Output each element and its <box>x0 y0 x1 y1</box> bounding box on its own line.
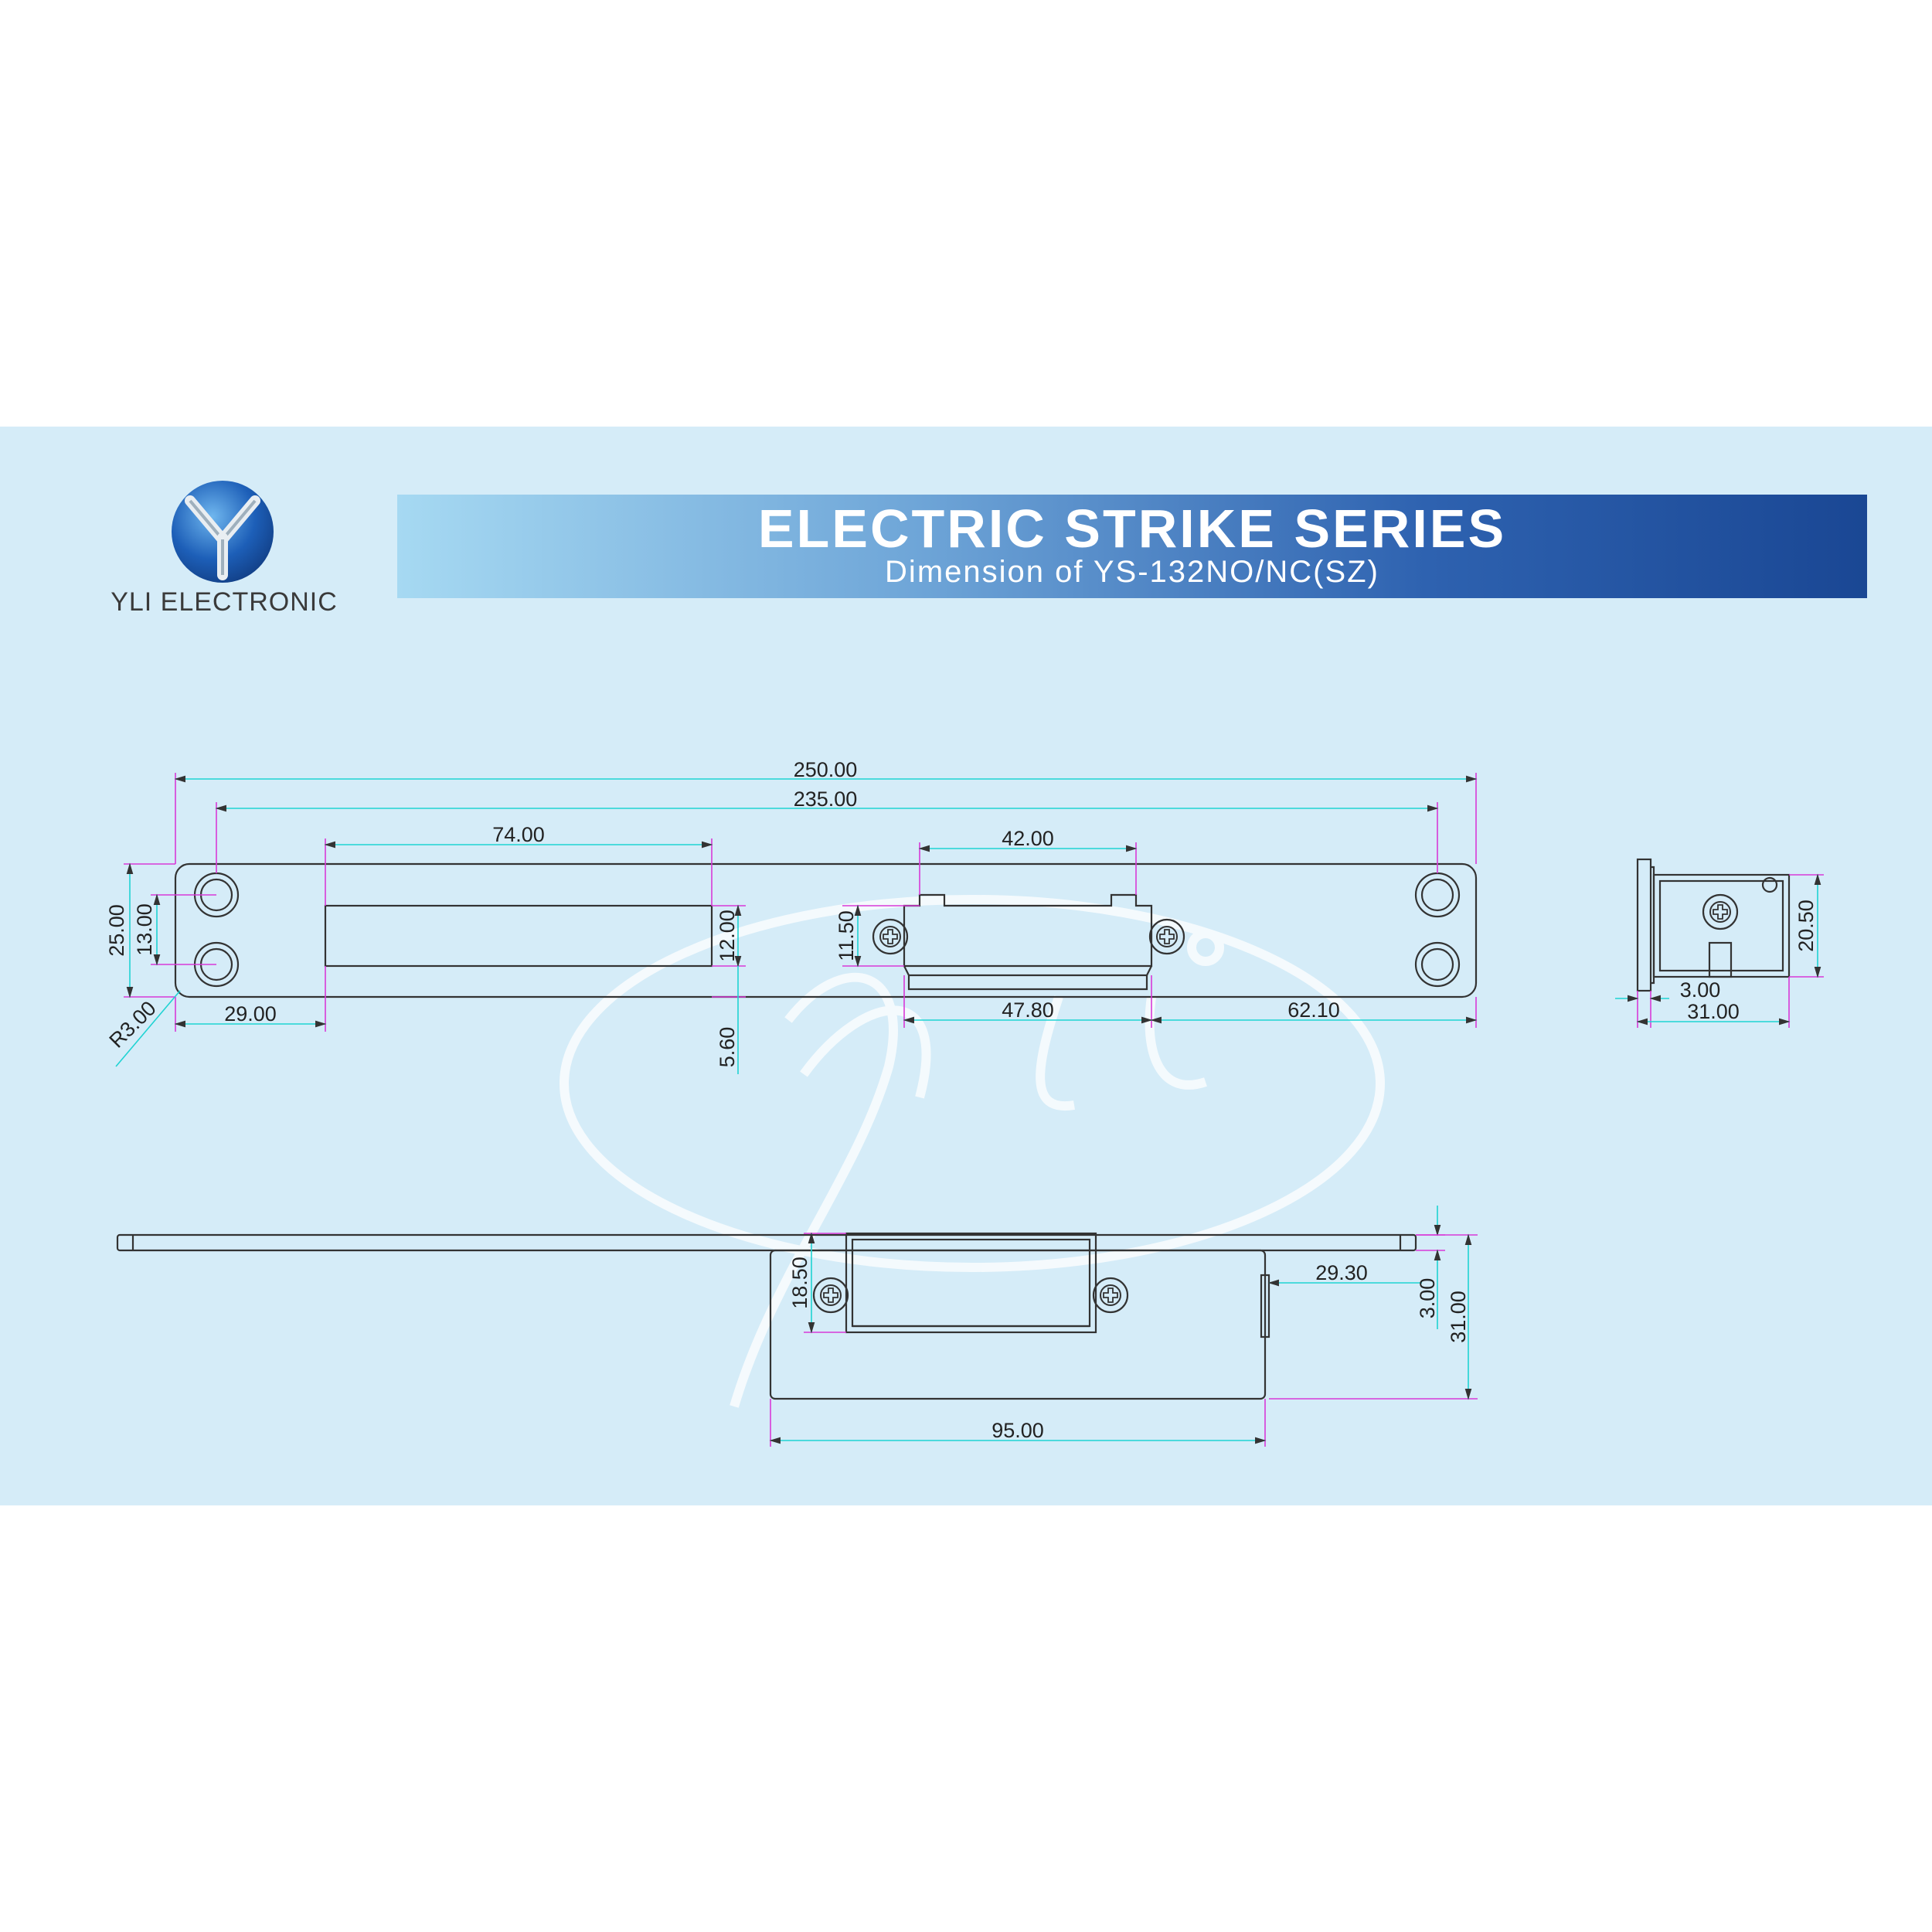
dim-latch-height: 11.50 <box>835 910 858 961</box>
dim-keeper-depth: 18.50 <box>788 1257 811 1309</box>
dim-latch-width: 42.00 <box>1002 827 1054 850</box>
faceplate-edge <box>116 1233 1417 1252</box>
dim-latch-base: 47.80 <box>1002 998 1054 1022</box>
page-title: ELECTRIC STRIKE SERIES <box>757 498 1507 559</box>
side-view: 20.50 3.00 31.00 <box>1615 858 1824 1028</box>
dim-slot-offset: 29.00 <box>224 1002 277 1026</box>
latch-opening <box>903 893 1153 968</box>
dim-latch-to-end: 62.10 <box>1287 998 1340 1022</box>
dim-plate-width: 25.00 <box>105 904 128 957</box>
dim-body-height: 20.50 <box>1794 900 1818 952</box>
dim-slot-height: 12.00 <box>716 910 739 962</box>
brand-logo: YLI ELECTRONIC <box>93 479 355 626</box>
dim-total-depth: 31.00 <box>1447 1291 1470 1343</box>
front-view: 250.00 235.00 74.00 42.00 25.00 13.00 12… <box>105 758 1478 1074</box>
body-outline <box>1652 873 1791 978</box>
dim-slot-length: 74.00 <box>492 823 545 846</box>
top-view: 18.50 29.30 3.00 31.00 95.00 <box>116 1206 1478 1447</box>
keeper <box>845 1232 1097 1334</box>
strike-body <box>769 1249 1267 1400</box>
dim-strike-length: 95.00 <box>992 1419 1044 1442</box>
mount-hole <box>1414 941 1461 988</box>
long-slot <box>324 904 713 968</box>
faceplate-outline <box>174 862 1478 998</box>
dim-hole-spacing: 235.00 <box>794 787 858 811</box>
dim-body-depth: 31.00 <box>1687 1000 1740 1023</box>
page-subtitle: Dimension of YS-132NO/NC(SZ) <box>885 555 1379 589</box>
yli-script-watermark <box>560 895 1385 1408</box>
dim-edge-thickness: 3.00 <box>1416 1278 1439 1319</box>
brand-name: YLI ELECTRONIC <box>111 587 338 617</box>
dim-plate-thickness: 3.00 <box>1680 978 1721 1002</box>
title-banner: ELECTRIC STRIKE SERIES Dimension of YS-1… <box>397 495 1867 598</box>
dim-overall-length: 250.00 <box>794 758 858 781</box>
dim-body-length: 29.30 <box>1315 1261 1368 1284</box>
dim-slot-bottom: 5.60 <box>716 1027 739 1068</box>
y-globe-icon <box>172 481 274 583</box>
dim-hole-pitch: 13.00 <box>133 903 156 956</box>
